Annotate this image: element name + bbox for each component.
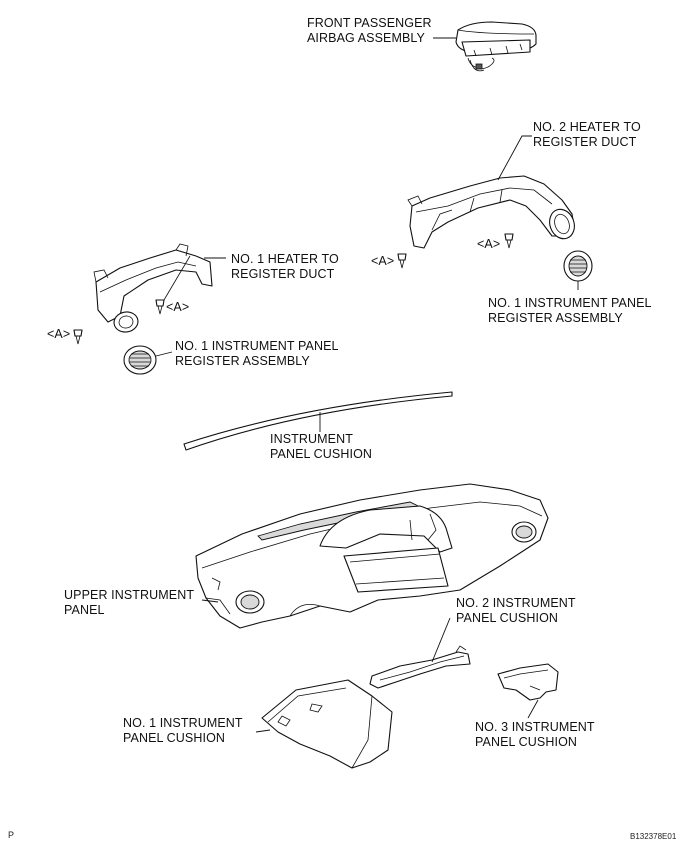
- label-heater-duct-1: NO. 1 HEATER TO REGISTER DUCT: [231, 252, 339, 282]
- label-line: PANEL CUSHION: [456, 611, 559, 625]
- label-line: AIRBAG ASSEMBLY: [307, 31, 425, 45]
- label-line: PANEL CUSHION: [475, 735, 578, 749]
- clip-marker-right-outer: <A>: [371, 254, 395, 268]
- label-cushion-3: NO. 3 INSTRUMENT PANEL CUSHION: [475, 720, 595, 750]
- label-line: NO. 1 INSTRUMENT: [123, 716, 243, 730]
- label-register-right: NO. 1 INSTRUMENT PANEL REGISTER ASSEMBLY: [488, 296, 652, 326]
- clip-right-outer: [397, 253, 407, 269]
- clip-marker-left-inner: <A>: [166, 300, 190, 314]
- clip-marker-right-inner: <A>: [477, 237, 501, 251]
- label-line: INSTRUMENT: [270, 432, 353, 446]
- label-line: REGISTER DUCT: [533, 135, 637, 149]
- label-heater-duct-2: NO. 2 HEATER TO REGISTER DUCT: [533, 120, 641, 150]
- label-line: REGISTER ASSEMBLY: [175, 354, 310, 368]
- label-line: FRONT PASSENGER: [307, 16, 432, 30]
- label-airbag-assembly: FRONT PASSENGER AIRBAG ASSEMBLY: [307, 16, 432, 46]
- clip-marker-left-outer: <A>: [47, 327, 71, 341]
- label-line: NO. 2 INSTRUMENT: [456, 596, 576, 610]
- label-cushion-2: NO. 2 INSTRUMENT PANEL CUSHION: [456, 596, 576, 626]
- airbag-assembly-drawing: [433, 21, 537, 72]
- label-line: UPPER INSTRUMENT: [64, 588, 195, 602]
- label-line: PANEL: [64, 603, 105, 617]
- label-instrument-panel-cushion: INSTRUMENT PANEL CUSHION: [270, 432, 372, 462]
- label-line: PANEL CUSHION: [123, 731, 226, 745]
- instrument-panel-cushion-drawing: [183, 391, 453, 451]
- label-upper-instrument-panel: UPPER INSTRUMENT PANEL: [64, 588, 194, 618]
- heater-duct-2-drawing: [407, 135, 575, 249]
- label-register-left: NO. 1 INSTRUMENT PANEL REGISTER ASSEMBLY: [175, 339, 339, 369]
- label-line: PANEL CUSHION: [270, 447, 373, 461]
- figure-code: B132378E01: [630, 832, 677, 841]
- cushion-2-drawing: [369, 617, 471, 689]
- cushion-1-drawing: [255, 679, 393, 769]
- clip-left-inner: [155, 299, 165, 315]
- label-cushion-1: NO. 1 INSTRUMENT PANEL CUSHION: [123, 716, 243, 746]
- label-line: NO. 3 INSTRUMENT: [475, 720, 595, 734]
- heater-duct-1-drawing: [93, 243, 226, 333]
- label-line: NO. 1 INSTRUMENT PANEL: [488, 296, 652, 310]
- register-left-drawing: [123, 345, 173, 375]
- label-line: REGISTER DUCT: [231, 267, 335, 281]
- cushion-3-drawing: [497, 663, 559, 719]
- clip-left-outer: [73, 329, 83, 345]
- label-line: NO. 2 HEATER TO: [533, 120, 641, 134]
- label-line: NO. 1 HEATER TO: [231, 252, 339, 266]
- corner-mark: P: [8, 830, 15, 840]
- upper-instrument-panel-drawing: [195, 483, 549, 629]
- label-line: REGISTER ASSEMBLY: [488, 311, 623, 325]
- register-right-drawing: [563, 250, 593, 290]
- clip-right-inner: [504, 233, 514, 249]
- label-line: NO. 1 INSTRUMENT PANEL: [175, 339, 339, 353]
